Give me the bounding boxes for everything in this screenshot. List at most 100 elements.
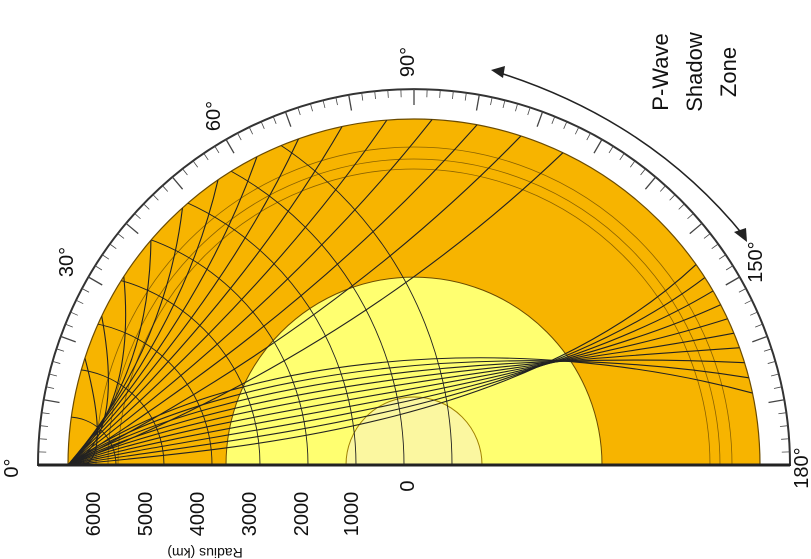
scale-tick <box>284 111 292 127</box>
scale-tick <box>678 203 685 210</box>
scale-tick <box>718 254 726 260</box>
scale-tick <box>574 126 580 135</box>
scale-tick <box>464 92 467 101</box>
scale-tick <box>60 335 76 343</box>
scale-tick <box>619 153 625 161</box>
scale-tick <box>348 94 353 111</box>
ray-path <box>68 357 98 465</box>
scale-tick <box>361 92 364 101</box>
scale-tick <box>752 335 768 343</box>
scale-tick <box>297 107 301 116</box>
scale-tick <box>640 168 646 176</box>
ray-path <box>68 264 697 465</box>
scale-tick <box>94 265 103 271</box>
ray-path <box>68 156 258 465</box>
scale-tick <box>593 139 603 154</box>
scale-tick <box>43 399 60 404</box>
radius-tick-6000: 6000 <box>83 492 105 537</box>
scale-tick <box>439 89 441 98</box>
scale-tick <box>744 299 753 305</box>
scale-tick <box>52 360 61 364</box>
mantle-layer-line <box>95 146 733 466</box>
radius-tick-5000: 5000 <box>135 492 157 537</box>
scale-tick <box>322 100 326 109</box>
scale-tick <box>644 176 657 190</box>
inner-core <box>345 396 483 466</box>
angle-label-0: 0° <box>1 458 23 477</box>
wavefront-arc <box>68 119 453 465</box>
scale-tick <box>56 348 65 352</box>
ray-path <box>68 359 745 465</box>
scale-tick <box>781 438 790 440</box>
ray-path <box>68 135 522 465</box>
scale-tick <box>203 153 209 161</box>
scale-tick <box>134 213 141 220</box>
scale-tick <box>171 176 184 190</box>
ray-path <box>68 318 728 465</box>
scale-tick <box>586 132 591 141</box>
ray-path <box>68 277 706 465</box>
scale-tick <box>452 91 454 100</box>
shadow-zone-arrowhead-start <box>491 66 505 78</box>
scale-tick <box>38 438 47 440</box>
radius-tick-4000: 4000 <box>187 492 209 537</box>
scale-tick <box>109 243 117 250</box>
ray-path <box>68 152 564 465</box>
radius-tick-0: 0 <box>397 480 419 491</box>
scale-tick <box>768 399 785 404</box>
ray-path <box>68 347 740 465</box>
shadow-zone-label-line2: Shadow <box>682 32 707 112</box>
shadow-zone-label-line3: Zone <box>716 47 741 97</box>
scale-tick <box>755 323 763 328</box>
radius-tick-3000: 3000 <box>239 492 261 537</box>
scale-tick <box>703 233 711 239</box>
scale-tick <box>272 116 277 124</box>
scale-tick <box>725 276 740 286</box>
scale-tick <box>763 348 772 352</box>
scale-tick <box>162 185 169 192</box>
scale-tick <box>475 94 480 111</box>
scale-tick <box>536 111 544 127</box>
scale-tick <box>182 168 188 176</box>
scale-tick <box>335 97 338 106</box>
scale-tick <box>41 412 50 415</box>
angle-label-90: 90° <box>397 47 419 77</box>
scale-tick <box>237 132 242 141</box>
ray-path <box>68 119 388 465</box>
shadow-zone-arrow <box>496 71 745 237</box>
scale-tick <box>125 222 139 235</box>
scale-tick <box>629 160 636 168</box>
scale-tick <box>70 311 78 316</box>
scale-tick <box>767 360 776 364</box>
scale-tick <box>75 299 84 305</box>
scale-tick <box>225 139 235 154</box>
scale-tick <box>374 91 376 100</box>
scale-tick <box>711 243 719 250</box>
ray-path <box>68 126 343 465</box>
scale-tick <box>502 100 506 109</box>
scale-tick <box>608 145 614 154</box>
ray-path <box>68 179 219 465</box>
scale-tick <box>551 116 556 124</box>
wavefront-arc <box>68 416 117 465</box>
scale-tick <box>750 311 758 316</box>
radius-tick-2000: 2000 <box>291 492 313 537</box>
scale-tick <box>779 425 788 427</box>
scale-tick <box>659 185 666 192</box>
scale-tick <box>88 276 103 286</box>
radius-axis-label: Radius (km) <box>167 545 242 559</box>
ray-path <box>68 357 753 465</box>
scale-tick <box>49 373 58 377</box>
angle-label-60: 60° <box>203 101 225 131</box>
angle-label-150: 150° <box>745 241 767 282</box>
ray-path <box>68 138 300 465</box>
ray-path <box>68 119 433 465</box>
scale-tick <box>515 103 519 112</box>
ray-path <box>68 360 749 465</box>
scale-tick <box>309 103 313 112</box>
ray-path <box>68 304 721 465</box>
shadow-zone-arrowhead-end <box>734 228 747 242</box>
scale-tick <box>260 121 265 129</box>
scale-tick <box>248 126 254 135</box>
